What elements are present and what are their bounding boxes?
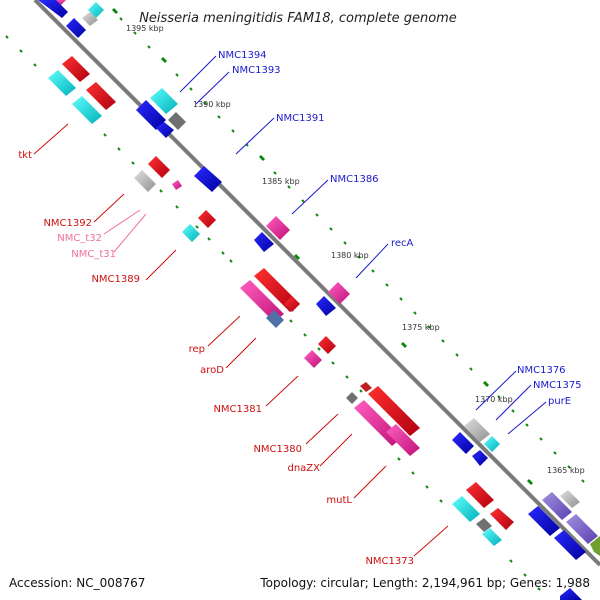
gene-feature — [254, 232, 274, 252]
gene-feature — [554, 530, 586, 560]
accession-text: Accession: NC_008767 — [9, 576, 145, 590]
tick-label-1365: 1365 kbp — [547, 466, 585, 475]
gene-feature — [528, 506, 560, 536]
gene-feature — [134, 170, 156, 192]
gene-feature — [266, 216, 290, 240]
gene-feature — [542, 492, 572, 520]
gene-feature — [464, 418, 490, 442]
gene-feature — [168, 112, 186, 130]
gene-feature — [284, 296, 300, 312]
gene-feature — [82, 12, 98, 26]
gene-feature — [560, 490, 580, 508]
gene-label-dnazx[interactable]: dnaZX — [287, 463, 320, 474]
tick-label-1395: 1395 kbp — [126, 24, 164, 33]
gene-feature — [266, 310, 284, 328]
tick-label-1385: 1385 kbp — [262, 177, 300, 186]
gene-label-nmc-t32[interactable]: NMC_t32 — [57, 233, 102, 244]
gene-feature — [386, 424, 420, 456]
gene-feature — [194, 166, 222, 192]
gene-feature — [48, 70, 76, 96]
gene-feature — [316, 296, 336, 316]
gene-label-pure[interactable]: purE — [548, 396, 571, 407]
gene-feature — [328, 282, 350, 304]
gene-label-mutl[interactable]: mutL — [326, 495, 352, 506]
gene-feature — [490, 508, 514, 530]
tick-label-1380: 1380 kbp — [331, 251, 369, 260]
gene-feature — [66, 18, 86, 38]
leader-lines-left — [33, 123, 449, 557]
gene-label-reca[interactable]: recA — [391, 238, 414, 249]
gene-feature — [182, 224, 200, 242]
gene-labels-left: tkt NMC1392 NMC_t32 NMC_t31 NMC1389 rep … — [18, 150, 414, 567]
gene-feature — [38, 0, 68, 18]
gene-feature — [566, 514, 598, 544]
gene-feature — [346, 392, 358, 404]
gene-feature — [368, 386, 420, 436]
gene-feature — [148, 156, 170, 178]
gene-feature — [360, 382, 372, 392]
gene-feature — [318, 336, 336, 354]
map-title: Neisseria meningitidis FAM18, complete g… — [139, 11, 457, 26]
tick-label-1390: 1390 kbp — [193, 100, 231, 109]
gene-label-nmc1391[interactable]: NMC1391 — [276, 113, 325, 124]
gene-feature — [590, 536, 600, 556]
genome-backbone — [33, 0, 600, 567]
gene-labels-right: NMC1394 NMC1393 NMC1391 NMC1386 recA NMC… — [218, 50, 582, 407]
gene-feature — [198, 210, 216, 228]
gene-feature — [472, 450, 488, 466]
gene-feature — [172, 180, 182, 190]
gene-feature — [452, 496, 480, 522]
gene-feature — [156, 122, 174, 138]
gene-label-nmc1380[interactable]: NMC1380 — [253, 444, 302, 455]
gene-label-nmc1373[interactable]: NMC1373 — [365, 556, 414, 567]
gene-feature — [62, 56, 90, 82]
gene-feature — [72, 96, 102, 124]
gene-feature — [476, 518, 492, 532]
gene-label-nmc1375[interactable]: NMC1375 — [533, 380, 582, 391]
gene-label-nmc1393[interactable]: NMC1393 — [232, 65, 281, 76]
gene-label-nmc1386[interactable]: NMC1386 — [330, 174, 379, 185]
leader-lines-right — [179, 55, 547, 435]
gene-feature — [86, 82, 116, 110]
gene-label-nmc1394[interactable]: NMC1394 — [218, 50, 267, 61]
gene-feature — [560, 588, 582, 600]
gene-label-nmc-t31[interactable]: NMC_t31 — [71, 249, 116, 260]
gene-label-tkt[interactable]: tkt — [18, 150, 32, 161]
gene-features-reverse — [48, 56, 514, 546]
gene-label-nmc1376[interactable]: NMC1376 — [517, 365, 566, 376]
gene-features-forward — [38, 0, 600, 600]
gene-feature — [484, 436, 500, 452]
gene-label-nmc1381[interactable]: NMC1381 — [213, 404, 262, 415]
tick-label-1370: 1370 kbp — [475, 395, 513, 404]
gene-label-nmc1392[interactable]: NMC1392 — [43, 218, 92, 229]
gene-feature — [482, 528, 502, 546]
genome-summary-text: Topology: circular; Length: 2,194,961 bp… — [259, 576, 590, 590]
gene-feature — [150, 88, 178, 114]
gene-label-rep[interactable]: rep — [189, 344, 205, 355]
outer-tick-dots — [119, 17, 585, 483]
gene-feature — [466, 482, 494, 508]
major-ticks — [111, 7, 534, 486]
leader-lines-trna — [103, 209, 147, 253]
gene-feature — [304, 350, 322, 368]
gene-feature — [452, 432, 474, 454]
gene-label-nmc1389[interactable]: NMC1389 — [91, 274, 140, 285]
gene-feature — [136, 100, 166, 130]
tick-label-1375: 1375 kbp — [402, 323, 440, 332]
gene-label-arod[interactable]: aroD — [200, 365, 224, 376]
